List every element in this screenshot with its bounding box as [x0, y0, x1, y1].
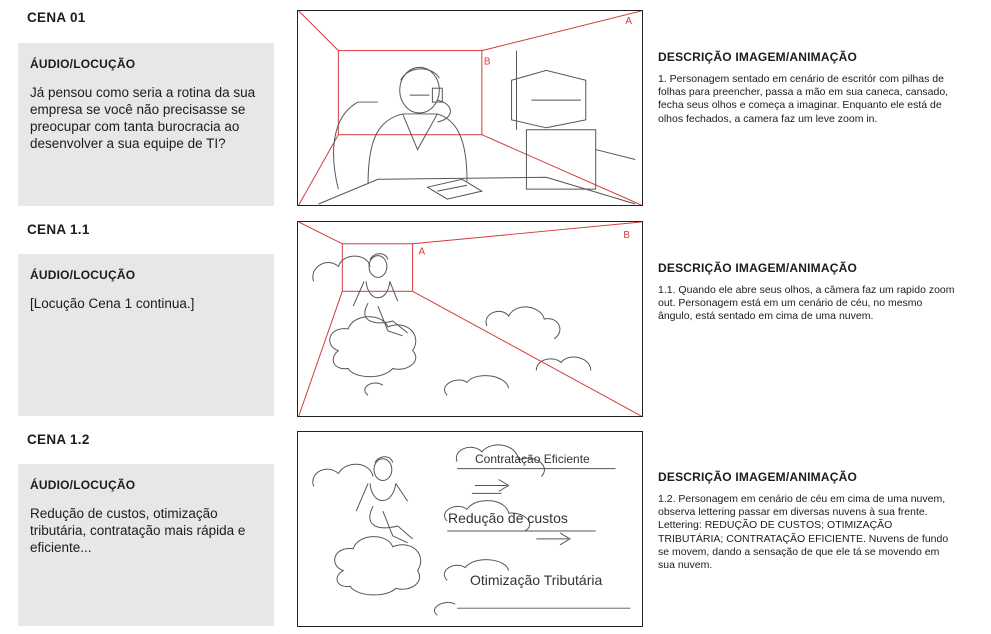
scene-3-storyboard-frame: Contratação Eficiente Redução de custos … [297, 431, 643, 627]
scene-1-title: CENA 01 [27, 10, 86, 25]
scene-2-audio-text: [Locução Cena 1 continua.] [30, 296, 195, 311]
lettering-otimizacao: Otimização Tributária [470, 572, 603, 588]
scene-2-cloud-sketch: B A [298, 222, 642, 416]
scene-1-desc-text: 1. Personagem sentado em cenário de escr… [658, 73, 949, 125]
scene-2-description: DESCRIÇÃO IMAGEM/ANIMAÇÃO 1.1. Quando el… [658, 261, 958, 324]
scene-2-mark-a: A [419, 247, 426, 258]
lettering-contratacao: Contratação Eficiente [475, 452, 590, 466]
scene-3-desc-heading: DESCRIÇÃO IMAGEM/ANIMAÇÃO [658, 470, 857, 484]
scene-3-audio-box: ÁUDIO/LOCUÇÃO Redução de custos, otimiza… [18, 464, 274, 626]
scene-1-mark-a: A [625, 16, 632, 27]
scene-3-audio-text: Redução de custos, otimização tributária… [30, 506, 246, 555]
scene-3-desc-text: 1.2. Personagem em cenário de céu em cim… [658, 493, 949, 572]
scene-3-title: CENA 1.2 [27, 432, 90, 447]
scene-2-storyboard-frame: B A [297, 221, 643, 417]
scene-1-storyboard-frame: A B [297, 10, 643, 206]
lettering-reducao: Redução de custos [448, 510, 568, 526]
scene-2-audio-box: ÁUDIO/LOCUÇÃO [Locução Cena 1 continua.] [18, 254, 274, 416]
scene-1-audio-text: Já pensou como seria a rotina da sua emp… [30, 85, 256, 151]
scene-3-lettering-sketch [312, 444, 631, 616]
scene-2-desc-text: 1.1. Quando ele abre seus olhos, a câmer… [658, 284, 955, 323]
scene-1-audio-box: ÁUDIO/LOCUÇÃO Já pensou como seria a rot… [18, 43, 274, 206]
scene-3-description: DESCRIÇÃO IMAGEM/ANIMAÇÃO 1.2. Personage… [658, 470, 958, 572]
scene-1-desc-heading: DESCRIÇÃO IMAGEM/ANIMAÇÃO [658, 50, 857, 64]
scene-1-mark-b: B [484, 56, 491, 67]
scene-2-title: CENA 1.1 [27, 222, 90, 237]
scene-2-mark-b: B [623, 230, 630, 241]
scene-1-office-sketch: A B [298, 11, 642, 205]
scene-2-desc-heading: DESCRIÇÃO IMAGEM/ANIMAÇÃO [658, 261, 857, 275]
scene-1-description: DESCRIÇÃO IMAGEM/ANIMAÇÃO 1. Personagem … [658, 50, 958, 126]
scene-2-audio-heading: ÁUDIO/LOCUÇÃO [30, 268, 136, 282]
scene-1-audio-heading: ÁUDIO/LOCUÇÃO [30, 57, 136, 71]
scene-3-audio-heading: ÁUDIO/LOCUÇÃO [30, 478, 136, 492]
